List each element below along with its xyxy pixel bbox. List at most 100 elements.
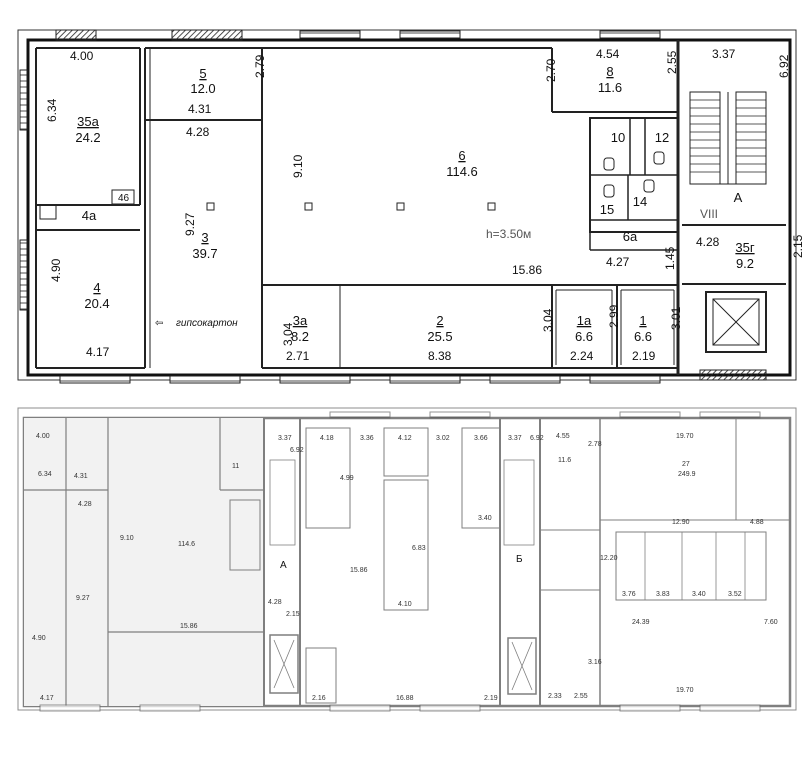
lower-plan-windows <box>39 411 761 712</box>
lower-dim-4-55: 4.55 <box>556 433 570 440</box>
room-2-number: 2 <box>436 313 443 328</box>
lower-dim-3-83: 3.83 <box>656 591 670 598</box>
dim-4-28-a: 4.28 <box>186 125 210 139</box>
lower-dim-6-92b: 6.92 <box>530 435 544 442</box>
stair-letter-a: A <box>734 190 743 205</box>
room-46-number: 46 <box>118 193 130 204</box>
lower-dim-4-12: 4.12 <box>398 435 412 442</box>
lower-plan <box>17 407 797 711</box>
room-10-number: 10 <box>611 130 625 145</box>
dim-4-54: 4.54 <box>596 47 620 61</box>
room-35g-area: 9.2 <box>736 256 754 271</box>
lower-dim-19-70b: 19.70 <box>676 687 694 694</box>
lower-dim-4-99: 4.99 <box>340 475 354 482</box>
room-3a-area: 8.2 <box>291 329 309 344</box>
dim-3-37: 3.37 <box>712 47 736 61</box>
lower-dim-3-37b: 3.37 <box>508 435 522 442</box>
room-1-area: 6.6 <box>634 329 652 344</box>
arrow-left-icon: ⇦ <box>155 318 163 329</box>
dim-9-10: 9.10 <box>291 154 305 178</box>
lower-dim-4-17: 4.17 <box>40 695 54 702</box>
dim-2-24: 2.24 <box>570 349 594 363</box>
lower-dim-3-37: 3.37 <box>278 435 292 442</box>
dim-2-19: 2.19 <box>632 349 656 363</box>
lower-dim-12-90: 12.90 <box>672 519 690 526</box>
room-3-area: 39.7 <box>192 246 217 261</box>
lower-dim-7-60: 7.60 <box>764 619 778 626</box>
room-35g-number: 35г <box>735 240 754 255</box>
lower-dim-16-88: 16.88 <box>396 695 414 702</box>
room-6a-number: 6a <box>623 229 638 244</box>
lower-dim-3-40b: 3.40 <box>692 591 706 598</box>
lower-dim-2-78: 2.78 <box>588 441 602 448</box>
dim-3-01: 3.01 <box>669 306 683 330</box>
dim-2-99: 2.99 <box>607 304 621 328</box>
room-35a-number: 35a <box>77 114 99 129</box>
dim-4-90: 4.90 <box>49 258 63 282</box>
lower-plan-labels: 4.00 6.34 4.31 4.28 9.10 9.27 4.90 4.17 … <box>32 433 778 702</box>
lower-room-11: 11 <box>232 463 239 470</box>
dim-4-00: 4.00 <box>70 49 94 63</box>
lower-dim-11-6: 11.6 <box>558 457 571 464</box>
lower-dim-6-34: 6.34 <box>38 471 52 478</box>
lower-room-114: 114.6 <box>178 541 195 548</box>
lower-dim-4-00: 4.00 <box>36 433 50 440</box>
lower-dim-19-70: 19.70 <box>676 433 694 440</box>
room-8-area: 11.6 <box>598 80 622 95</box>
room-4a-number: 4a <box>82 208 97 223</box>
lower-dim-2-15: 2.15 <box>286 611 300 618</box>
room-35a-area: 24.2 <box>75 130 100 145</box>
drywall-label: гипсокартон <box>176 318 238 329</box>
ceiling-height-label: h=3.50м <box>486 227 531 241</box>
dim-6-92: 6.92 <box>777 54 791 78</box>
lower-dim-15-86b: 15.86 <box>350 567 368 574</box>
room-4-area: 20.4 <box>84 296 109 311</box>
dim-3-04-a: 3.04 <box>281 322 295 346</box>
lower-dim-24-39: 24.39 <box>632 619 650 626</box>
dim-2-71: 2.71 <box>286 349 310 363</box>
lower-dim-3-02: 3.02 <box>436 435 450 442</box>
dim-6-34: 6.34 <box>45 98 59 122</box>
roman-viii-label: VIII <box>700 207 718 221</box>
room-1a-number: 1a <box>577 313 592 328</box>
lower-stair-b: Б <box>516 554 523 565</box>
lower-dim-4-88: 4.88 <box>750 519 764 526</box>
room-8-number: 8 <box>606 64 613 79</box>
lower-dim-2-33: 2.33 <box>548 693 562 700</box>
dim-3-04-b: 3.04 <box>541 308 555 332</box>
lower-dim-6-92: 6.92 <box>290 447 304 454</box>
dim-4-28-b: 4.28 <box>696 235 720 249</box>
lower-dim-3-52: 3.52 <box>728 591 742 598</box>
lower-stair-a: A <box>280 560 287 571</box>
room-3-number: 3 <box>201 230 208 245</box>
lower-dim-9-27: 9.27 <box>76 595 90 602</box>
dim-8-38: 8.38 <box>428 349 452 363</box>
room-1a-area: 6.6 <box>575 329 593 344</box>
dim-4-27: 4.27 <box>606 255 630 269</box>
lower-dim-3-66: 3.66 <box>474 435 488 442</box>
lower-dim-3-16: 3.16 <box>588 659 602 666</box>
room-3a-number: 3a <box>293 313 308 328</box>
room-12-number: 12 <box>655 130 669 145</box>
lower-dim-4-28b: 4.28 <box>268 599 282 606</box>
room-15-number: 15 <box>600 202 614 217</box>
upper-plan <box>17 29 797 384</box>
room-4-number: 4 <box>93 280 100 295</box>
lower-dim-4-18: 4.18 <box>320 435 334 442</box>
dim-2-79: 2.79 <box>253 54 267 78</box>
lower-room-249: 249.9 <box>678 471 696 478</box>
dim-4-31: 4.31 <box>188 102 212 116</box>
lower-room-27: 27 <box>682 461 690 468</box>
lower-dim-3-76: 3.76 <box>622 591 636 598</box>
dim-9-27: 9.27 <box>183 212 197 236</box>
lower-dim-4-90: 4.90 <box>32 635 46 642</box>
dim-2-55: 2.55 <box>665 50 679 74</box>
dim-2-70: 2.70 <box>544 58 558 82</box>
room-1-number: 1 <box>639 313 646 328</box>
dim-4-17: 4.17 <box>86 345 110 359</box>
lower-dim-15-86: 15.86 <box>180 623 198 630</box>
room-6-area: 114.6 <box>446 164 478 179</box>
lower-dim-6-83: 6.83 <box>412 545 426 552</box>
lower-dim-12-20: 12.20 <box>600 555 618 562</box>
